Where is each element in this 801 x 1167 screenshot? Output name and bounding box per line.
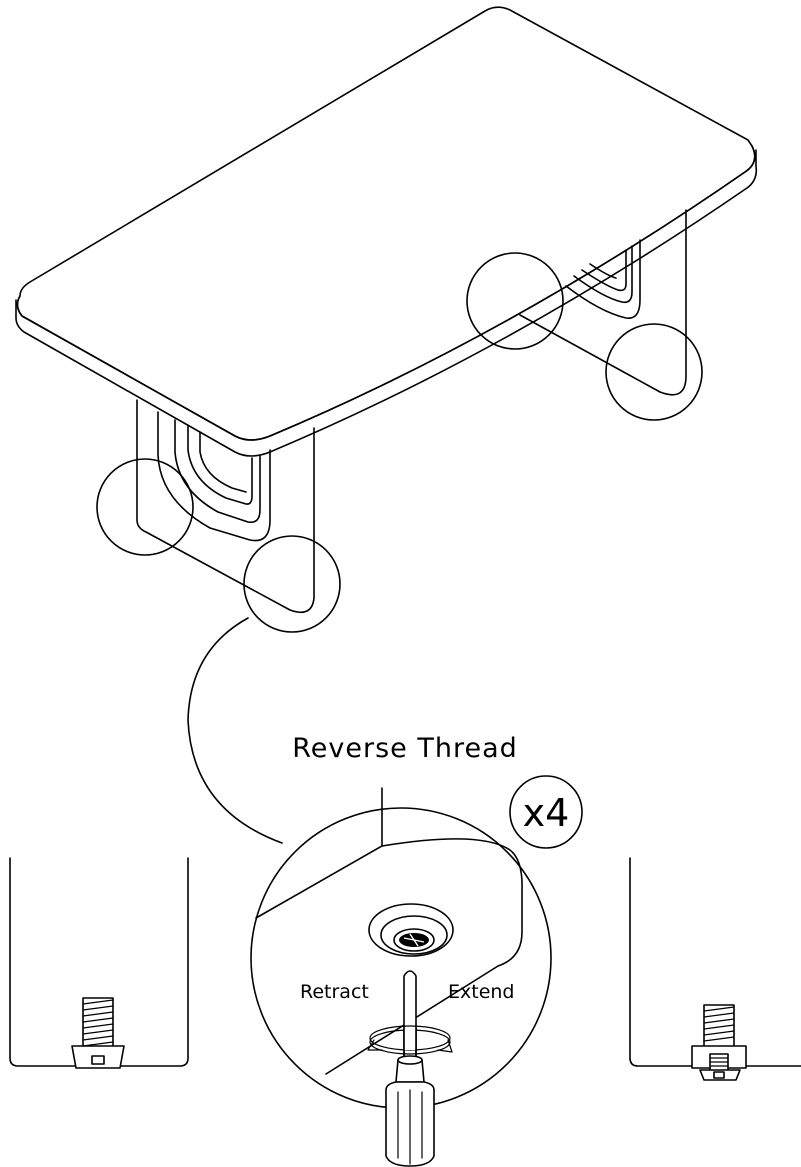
callout-leader	[187, 617, 283, 844]
highlight-circle-right-front	[466, 252, 564, 350]
foot-panel-extended	[629, 857, 801, 1081]
detail-view	[250, 787, 552, 1109]
screwdriver	[385, 1055, 435, 1167]
highlight-circle-left-back	[243, 535, 341, 633]
thread-retracted	[82, 999, 114, 1047]
highlight-circle-left-front	[96, 458, 194, 556]
left-leg	[136, 399, 315, 614]
heading-label: Reverse Thread	[292, 733, 518, 764]
extend-label: Extend	[448, 981, 515, 1003]
highlight-circles	[96, 252, 703, 633]
foot-panel-retracted	[9, 857, 189, 1069]
retract-label: Retract	[300, 981, 369, 1003]
highlight-circle-right-back	[605, 323, 703, 421]
table-top	[15, 6, 758, 457]
quantity-label: x4	[523, 791, 570, 835]
quantity-badge	[509, 775, 583, 849]
right-leg	[519, 209, 687, 396]
